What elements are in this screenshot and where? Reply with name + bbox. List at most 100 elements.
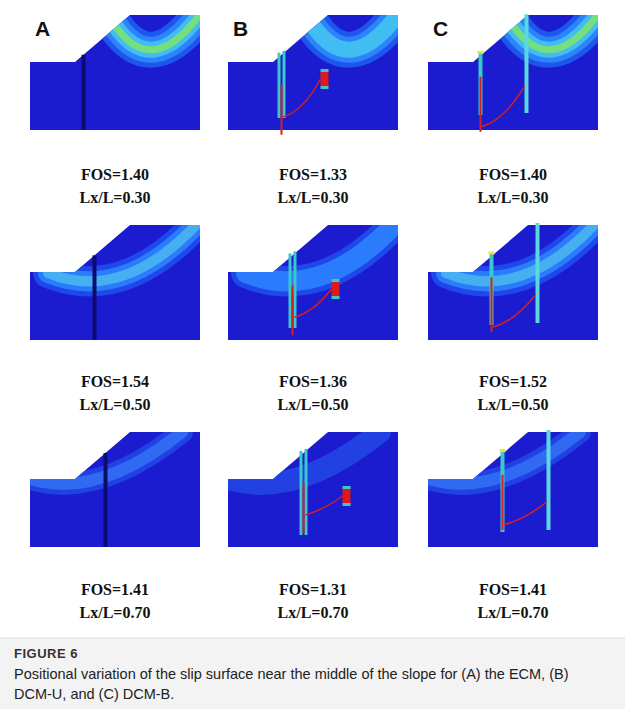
anchor-cable xyxy=(295,289,332,317)
slip-zone xyxy=(116,17,198,50)
fos-label: FOS=1.54 xyxy=(81,373,149,391)
pile-stress xyxy=(480,77,482,132)
slip-contour xyxy=(314,17,396,50)
slope-body xyxy=(428,15,598,130)
slope-body xyxy=(228,15,398,130)
slope-body xyxy=(228,432,398,547)
fos-label: FOS=1.41 xyxy=(479,581,547,599)
slope-body xyxy=(428,225,598,340)
slip-contour xyxy=(116,17,198,50)
slip-zone xyxy=(48,225,196,281)
ratio-label: Lx/L=0.30 xyxy=(80,189,151,207)
anchor-cap xyxy=(343,486,351,489)
slip-contour xyxy=(432,432,580,484)
slip-contour xyxy=(48,225,196,281)
pile xyxy=(82,55,86,130)
slip-contour xyxy=(446,225,594,281)
pile-stress xyxy=(292,285,294,335)
tie-beam xyxy=(493,295,536,327)
pile xyxy=(278,53,281,118)
slip-contour xyxy=(446,225,594,281)
slip-zone xyxy=(246,225,394,281)
pile xyxy=(501,451,505,532)
anchor-cable xyxy=(284,79,321,117)
fos-label: FOS=1.40 xyxy=(81,166,149,184)
ratio-label: Lx/L=0.70 xyxy=(278,604,349,622)
pile-stress xyxy=(303,483,305,533)
slip-zone xyxy=(446,225,594,281)
slip-contour xyxy=(432,432,580,484)
ratio-label: Lx/L=0.50 xyxy=(80,396,151,414)
slope-body xyxy=(30,432,200,547)
slip-zone xyxy=(432,432,580,484)
panel-letter: B xyxy=(233,17,248,41)
anchor-block xyxy=(321,71,329,87)
slope-panel xyxy=(428,223,598,340)
slip-zone xyxy=(34,432,182,484)
slip-contour xyxy=(446,225,594,281)
tie-beam xyxy=(504,502,547,525)
ratio-label: Lx/L=0.70 xyxy=(80,604,151,622)
fos-label: FOS=1.52 xyxy=(479,373,547,391)
anchor-cap xyxy=(321,69,329,72)
pile xyxy=(104,453,108,547)
anchor-cable xyxy=(306,496,343,515)
slope-panel xyxy=(30,15,200,130)
fos-label: FOS=1.36 xyxy=(279,373,347,391)
ratio-label: Lx/L=0.30 xyxy=(278,189,349,207)
anchor-cap xyxy=(332,296,340,299)
pile xyxy=(536,223,540,323)
slip-contour xyxy=(116,17,198,50)
slip-contour xyxy=(116,17,198,50)
fos-label: FOS=1.41 xyxy=(81,581,149,599)
slope-panel xyxy=(228,15,398,135)
slope-body xyxy=(428,432,598,547)
slip-contour xyxy=(314,17,396,50)
pile xyxy=(283,51,286,118)
slip-contour xyxy=(34,432,182,484)
ratio-label: Lx/L=0.50 xyxy=(278,396,349,414)
slope-panel xyxy=(30,225,200,340)
slope-panel xyxy=(228,432,398,547)
ratio-label: Lx/L=0.30 xyxy=(478,189,549,207)
slope-body xyxy=(30,225,200,340)
fos-label: FOS=1.33 xyxy=(279,166,347,184)
slip-contour xyxy=(34,432,182,484)
pile-stress xyxy=(281,85,283,135)
slope-panel xyxy=(30,432,200,547)
pile-head xyxy=(489,251,495,254)
pile xyxy=(525,14,529,113)
panel-letter: A xyxy=(35,17,50,41)
anchor-block xyxy=(343,488,351,504)
anchor-cap xyxy=(332,279,340,282)
pile xyxy=(305,449,308,535)
slip-contour xyxy=(314,17,396,50)
slip-contour xyxy=(116,17,198,50)
anchor-cap xyxy=(321,86,329,89)
pile xyxy=(289,253,292,328)
ratio-label: Lx/L=0.50 xyxy=(478,396,549,414)
pile xyxy=(93,255,97,340)
anchor-cap xyxy=(343,503,351,506)
fos-label: FOS=1.31 xyxy=(279,581,347,599)
figure-caption: Positional variation of the slip surface… xyxy=(14,664,604,704)
panel-letter: C xyxy=(433,17,448,41)
ratio-label: Lx/L=0.70 xyxy=(478,604,549,622)
slip-contour xyxy=(48,225,196,281)
caption-background xyxy=(0,638,625,709)
slip-contour xyxy=(246,225,394,281)
slip-contour xyxy=(48,225,196,281)
slip-contour xyxy=(246,225,394,281)
fos-label: FOS=1.40 xyxy=(479,166,547,184)
slip-zone xyxy=(314,17,396,50)
pile-stress xyxy=(491,277,493,332)
slope-body xyxy=(30,15,200,130)
anchor-block xyxy=(332,281,340,297)
figure-title: FIGURE 6 xyxy=(14,646,78,661)
pile xyxy=(547,430,551,530)
pile xyxy=(300,451,303,535)
slope-panel xyxy=(428,14,598,131)
pile-head xyxy=(500,449,506,452)
